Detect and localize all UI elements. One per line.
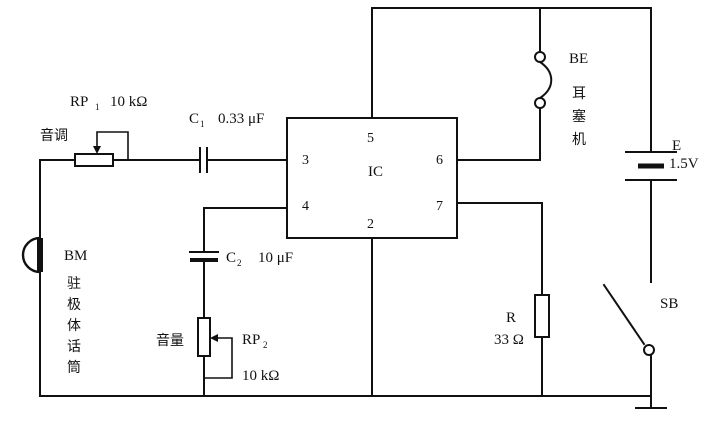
c1-value: 0.33 μF [218, 111, 264, 127]
volume-branch [189, 207, 288, 397]
rp1-function: 音调 [40, 127, 68, 144]
be-desc-2: 机 [572, 132, 586, 148]
rp2-sub: 2 [263, 340, 268, 350]
c2-value: 10 μF [258, 250, 293, 266]
c1-name: C [189, 111, 199, 127]
c1-sub: 1 [200, 119, 205, 129]
rp1-sub: 1 [95, 102, 100, 112]
ic-pin-3: 3 [302, 153, 309, 168]
battery-name: E [672, 138, 681, 154]
ground-rail [39, 395, 667, 409]
bm-desc-3: 话 [67, 339, 81, 355]
c2-plate-bottom [190, 258, 218, 262]
microphone-icon [21, 236, 43, 274]
rp1-resistor [74, 153, 114, 167]
rp2-wiper-arrow [210, 334, 218, 342]
rp2-name: RP [242, 332, 260, 348]
bm-name: BM [64, 248, 87, 264]
ic-pin-4: 4 [302, 199, 309, 214]
power-branch [602, 7, 677, 397]
be-desc-1: 塞 [572, 108, 586, 125]
battery-value: 1.5V [669, 156, 699, 172]
be-desc-0: 耳 [572, 86, 586, 102]
bm-desc-1: 极 [67, 297, 81, 313]
c2-sub: 2 [237, 258, 242, 268]
ic-pin-7: 7 [436, 199, 443, 214]
bm-desc-4: 筒 [67, 359, 81, 376]
ic-chip: IC 5 3 4 6 7 2 [286, 117, 458, 239]
load-resistor-branch [456, 202, 550, 397]
switch-lever [602, 283, 646, 346]
switch-contact [643, 344, 655, 356]
rp1-value: 10 kΩ [110, 94, 147, 110]
rp2-value: 10 kΩ [242, 368, 279, 384]
be-name: BE [569, 51, 588, 67]
switch-name: SB [660, 296, 678, 312]
r-value: 33 Ω [494, 332, 524, 348]
earphone-branch [456, 7, 553, 161]
ic-pin-5: 5 [367, 131, 374, 146]
rp1-name: RP [70, 94, 88, 110]
ic-pin-2: 2 [367, 217, 374, 232]
r-name: R [506, 310, 516, 326]
rp2-resistor [197, 317, 211, 357]
r-resistor [534, 294, 550, 338]
bm-desc-0: 驻 [67, 276, 81, 292]
c2-name: C [226, 250, 236, 266]
top-rail [371, 7, 652, 119]
rp2-function: 音量 [156, 332, 184, 349]
ic-label: IC [368, 164, 383, 180]
rp1-wiper-arrow [93, 146, 101, 154]
bm-desc-2: 体 [67, 318, 81, 334]
ic-pin-6: 6 [436, 153, 443, 168]
input-branch [39, 131, 288, 397]
